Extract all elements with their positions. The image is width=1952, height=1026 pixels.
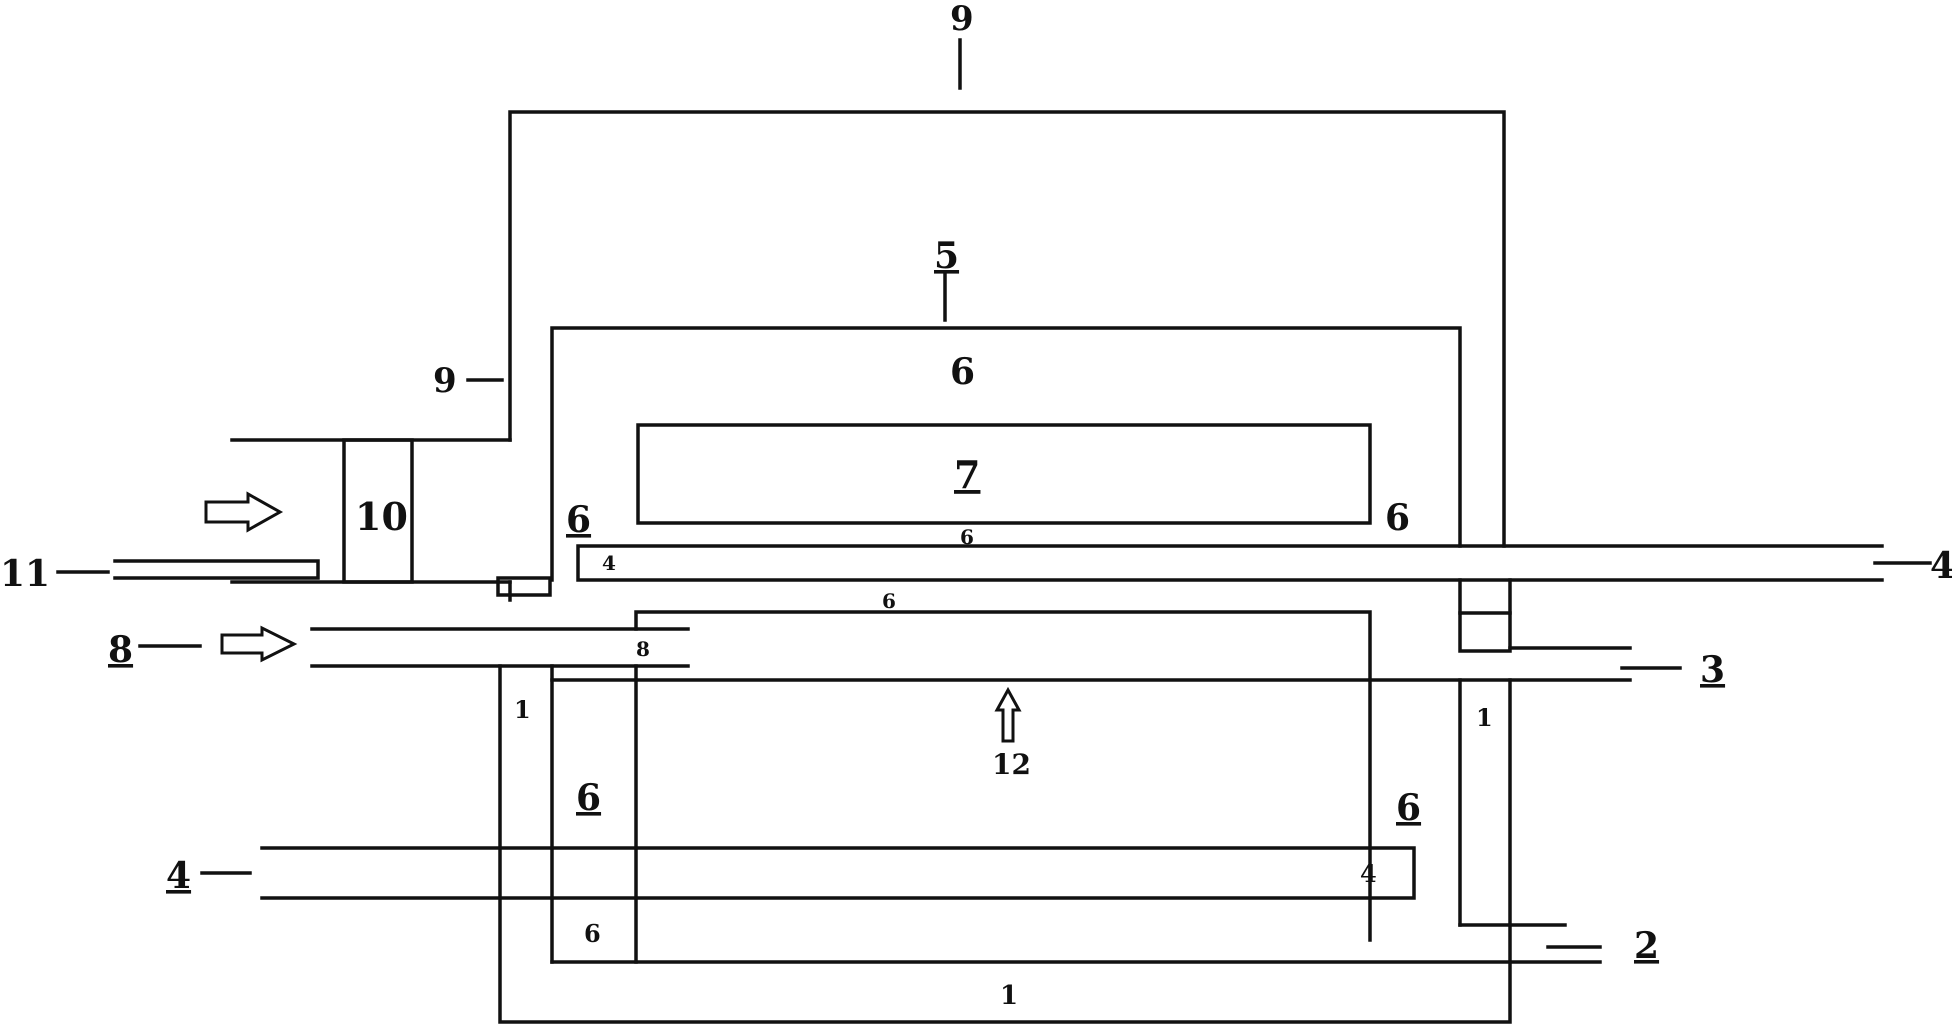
- up-arrow-icon: [994, 686, 1022, 743]
- label-9-top: 9: [950, 0, 974, 39]
- inlet-10-section: [56, 438, 512, 602]
- inner-chamber-6: [550, 610, 1602, 964]
- label-11: 11: [0, 553, 50, 595]
- label-12: 12: [992, 748, 1031, 781]
- label-6-bottom-box: 6: [584, 919, 601, 948]
- label-4-left: 4: [166, 855, 191, 897]
- outer-housing-9: [508, 38, 1506, 548]
- label-10: 10: [355, 494, 408, 539]
- container-1: [498, 664, 1632, 1024]
- label-8-small: 8: [636, 637, 650, 661]
- housing-5: [550, 273, 1462, 582]
- pipe-4-upper: [576, 544, 1932, 582]
- flow-arrow-icon: [204, 491, 284, 533]
- label-7: 7: [954, 452, 980, 497]
- label-6-top: 6: [950, 351, 975, 393]
- label-6-right: 6: [1385, 497, 1410, 539]
- label-1-left: 1: [514, 695, 531, 724]
- right-connector: [1458, 578, 1682, 670]
- label-5: 5: [934, 235, 959, 277]
- label-4-right: 4: [1930, 545, 1952, 587]
- label-1-right: 1: [1476, 703, 1493, 732]
- label-6-mid-right: 6: [1396, 787, 1421, 829]
- label-6-small-b: 6: [882, 589, 896, 613]
- flow-arrow-icon: [220, 625, 298, 663]
- pipe-4-lower: [200, 846, 1416, 900]
- label-3: 3: [1700, 649, 1725, 691]
- label-6-small-a: 6: [960, 525, 974, 549]
- label-8-left: 8: [108, 629, 133, 671]
- label-1-bottom: 1: [1000, 981, 1018, 1011]
- label-4-inner-bottom: 4: [1360, 859, 1377, 888]
- label-6-left: 6: [566, 499, 591, 541]
- label-4-inner: 4: [602, 551, 616, 575]
- component-7-box: [636, 423, 1372, 525]
- label-6-mid-left: 6: [576, 777, 601, 819]
- label-2: 2: [1634, 925, 1659, 967]
- label-9-side: 9: [433, 361, 457, 401]
